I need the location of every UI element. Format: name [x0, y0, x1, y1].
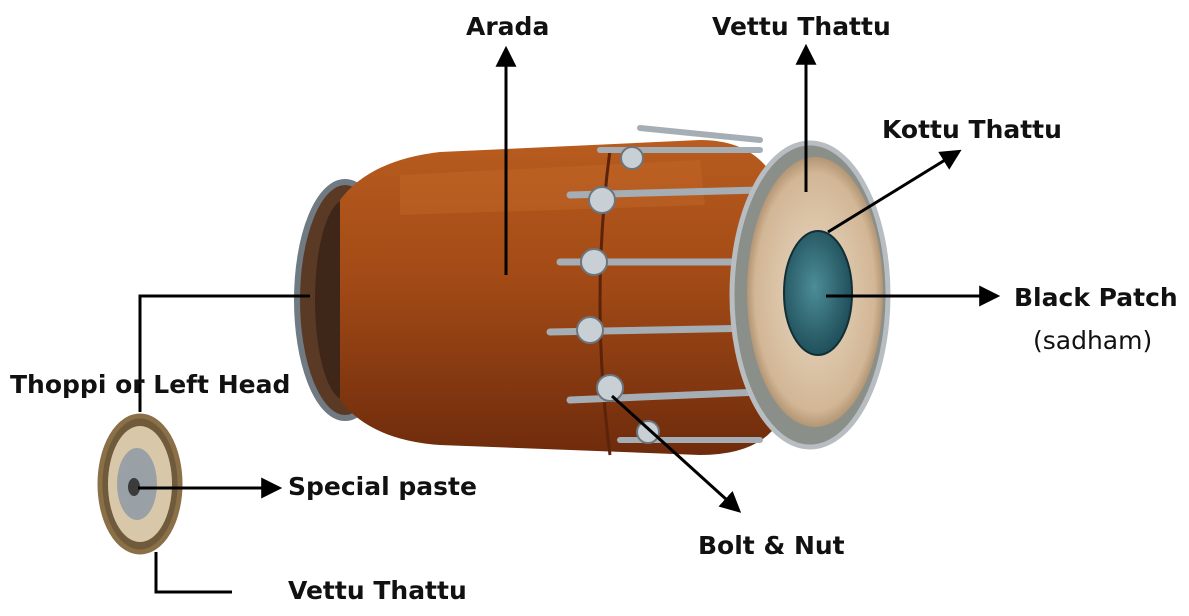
- drum-body: [340, 140, 780, 455]
- arrow-bolt-nut: [610, 394, 742, 513]
- label-vettu-thattu-bottom: Vettu Thattu: [288, 576, 467, 605]
- label-black-patch-sub: (sadham): [1033, 326, 1153, 355]
- line-thoppi: [138, 294, 310, 412]
- line-vettu-thattu-bottom: [154, 552, 232, 594]
- label-kottu-thattu: Kottu Thattu: [882, 115, 1062, 144]
- drum-body-highlight: [400, 160, 705, 215]
- black-patch-shape: [783, 230, 853, 356]
- leader-lines: [138, 43, 1001, 594]
- arrow-kottu-thattu: [827, 149, 962, 234]
- label-arada: Arada: [466, 12, 550, 41]
- nuts: [576, 146, 660, 444]
- label-bolt-nut: Bolt & Nut: [698, 531, 845, 560]
- label-vettu-thattu-top: Vettu Thattu: [712, 12, 891, 41]
- thoppi-head: [97, 413, 183, 555]
- label-thoppi: Thoppi or Left Head: [10, 370, 291, 399]
- label-black-patch: Black Patch: [1014, 283, 1178, 312]
- label-special-paste: Special paste: [288, 472, 477, 501]
